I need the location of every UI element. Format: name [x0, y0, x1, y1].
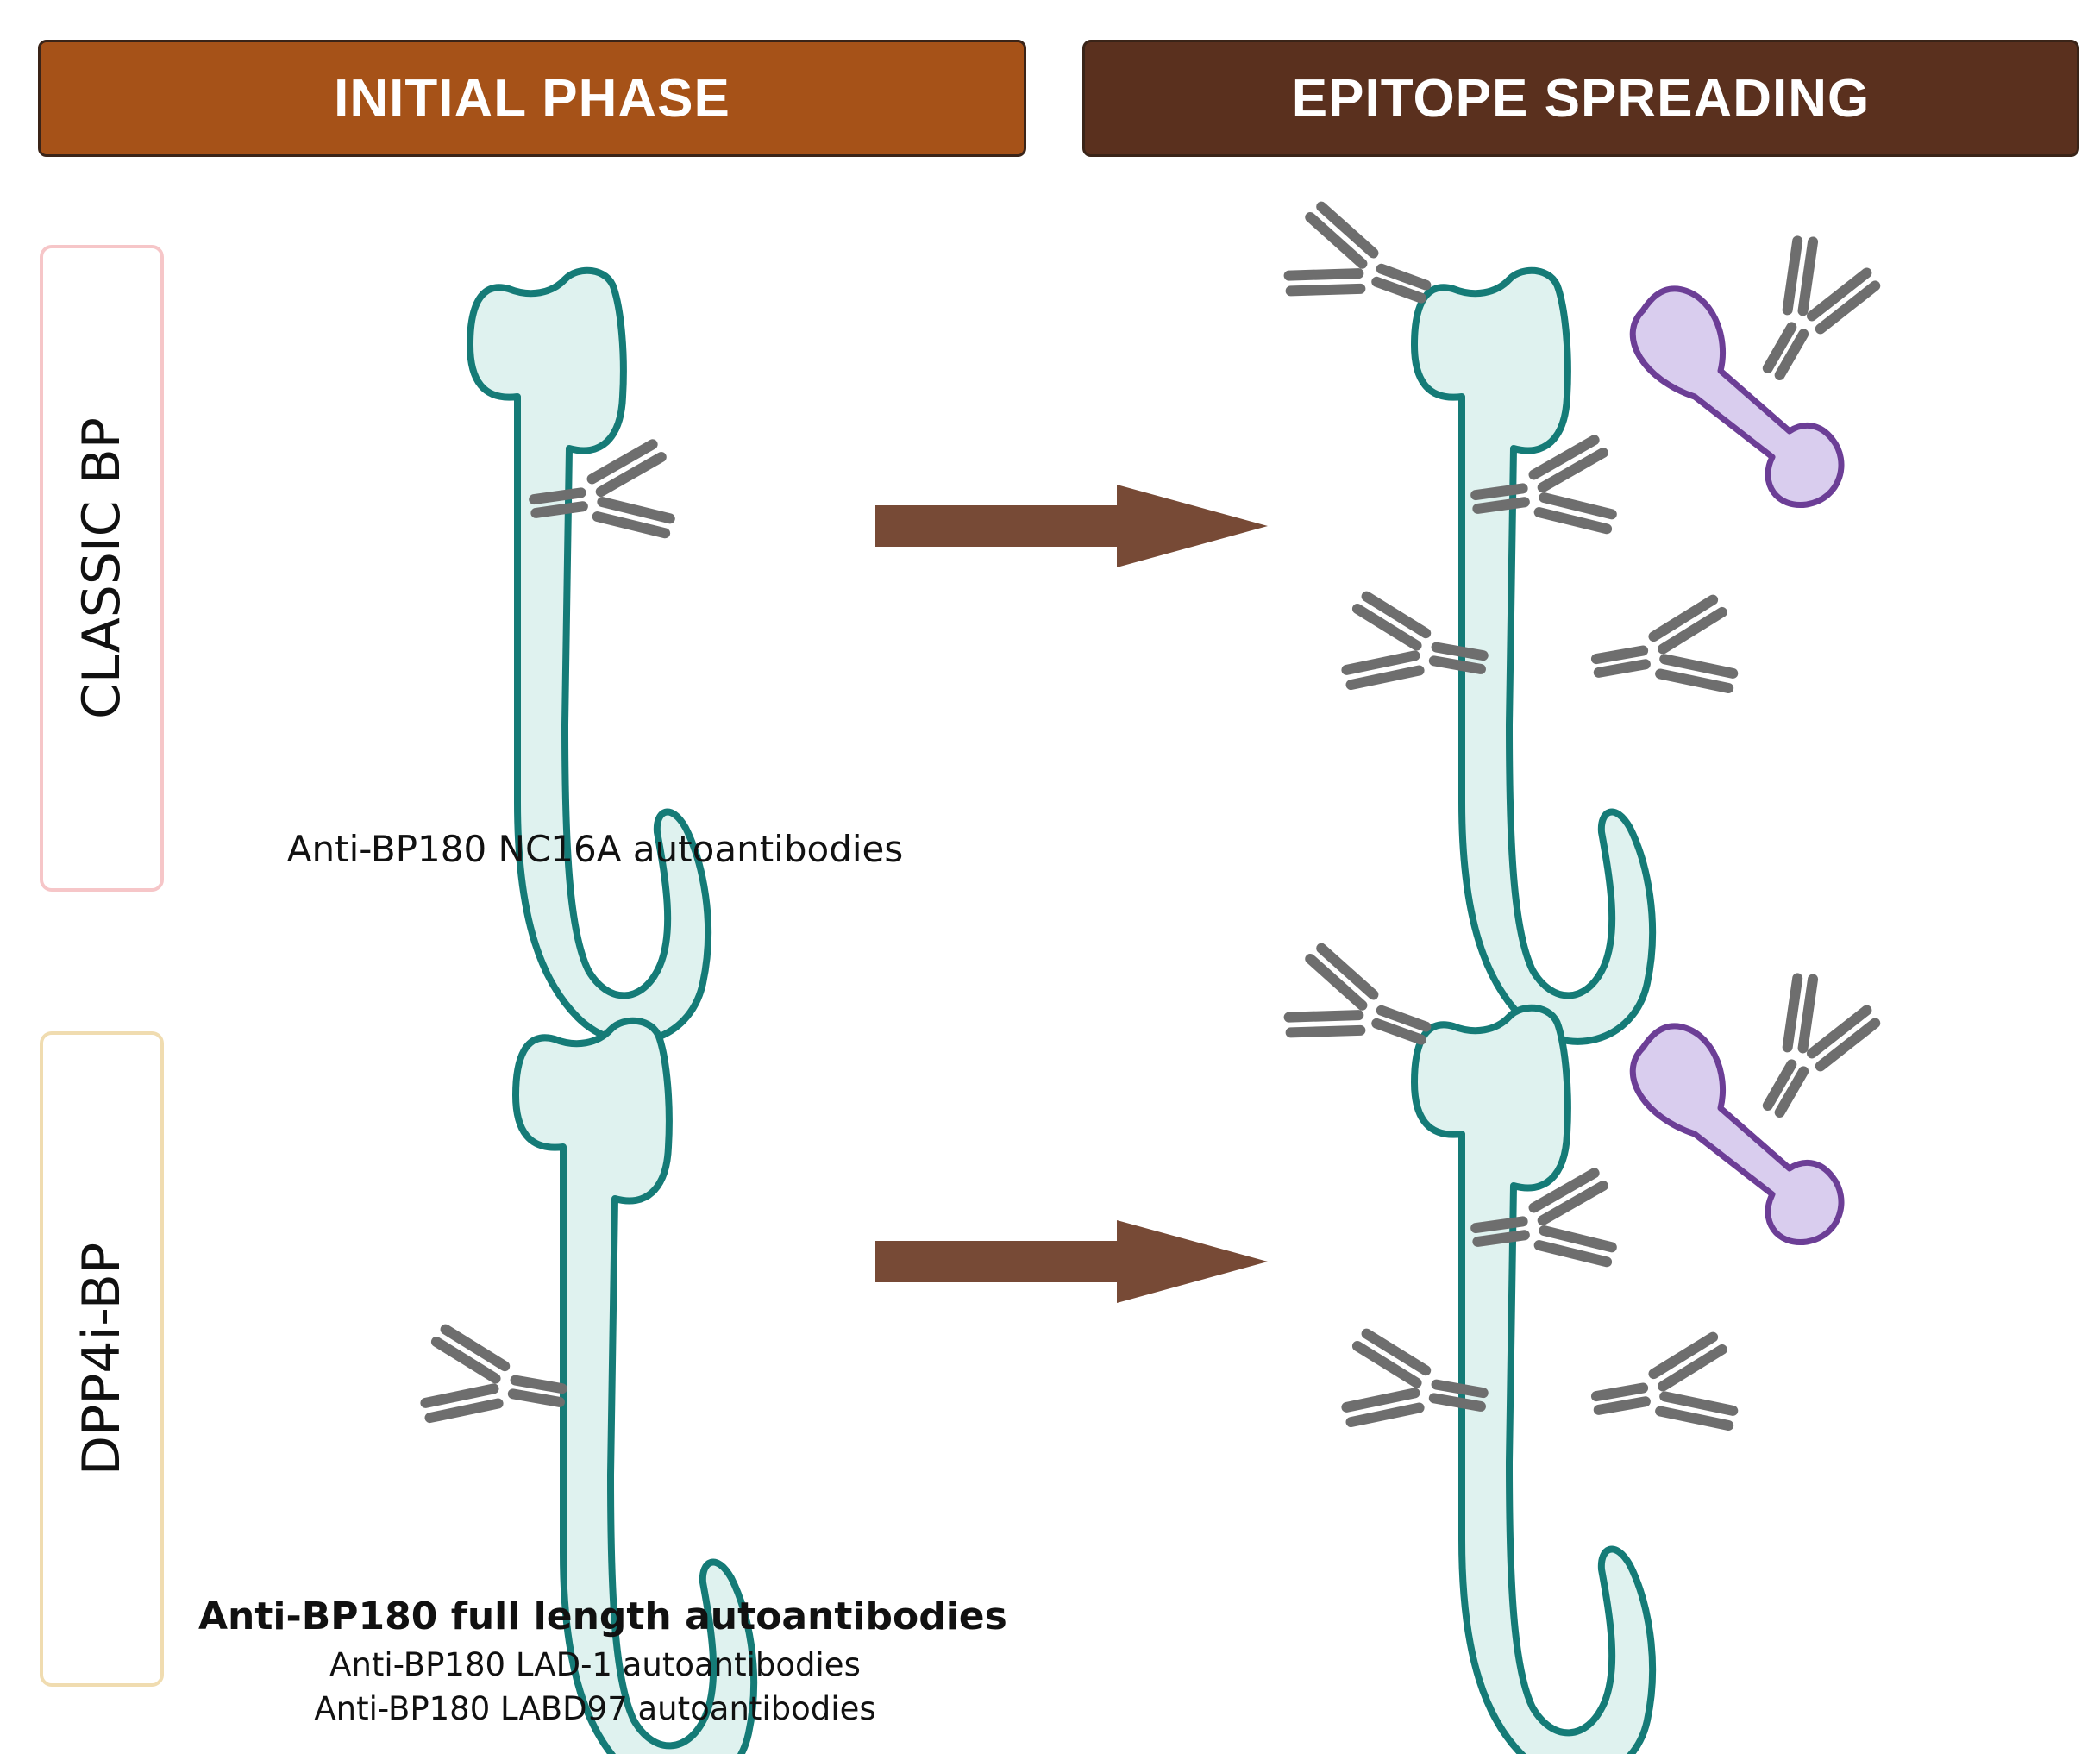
antibody-icon [1735, 972, 1879, 1131]
bp230-antigen-icon [1633, 1026, 1841, 1243]
arrow-icon [875, 1220, 1268, 1303]
bp230-antigen-icon [1633, 289, 1841, 505]
antibody-icon [1589, 598, 1735, 710]
classic-bp-caption: Anti-BP180 NC16A autoantibodies [286, 828, 904, 870]
arrow-icon [875, 485, 1268, 567]
dpp4i-caption-bold: Anti-BP180 full length autoantibodies [198, 1594, 1007, 1638]
epitope-spreading-title: EPITOPE SPREADING [1291, 68, 1871, 128]
dpp4i-caption-line2: Anti-BP180 LAD-1 autoantibodies [329, 1646, 861, 1683]
antibody-icon [423, 1328, 569, 1439]
dpp4i-bp-row-label: DPP4i-BP [40, 1031, 164, 1687]
bp180-protein-icon [470, 271, 708, 1042]
initial-phase-title: INITIAL PHASE [334, 68, 730, 128]
antibody-icon [1589, 1336, 1735, 1447]
dpp4i-bp-caption: Anti-BP180 full length autoantibodies An… [198, 1591, 1007, 1731]
bp180-protein-icon [1414, 1008, 1652, 1754]
antibody-icon [1735, 235, 1879, 394]
classic-bp-row-label: CLASSIC BP [40, 245, 164, 892]
epitope-spreading-header: EPITOPE SPREADING [1082, 40, 2079, 157]
dpp4i-caption-line3: Anti-BP180 LABD97 autoantibodies [314, 1690, 876, 1727]
initial-phase-header: INITIAL PHASE [38, 40, 1026, 157]
